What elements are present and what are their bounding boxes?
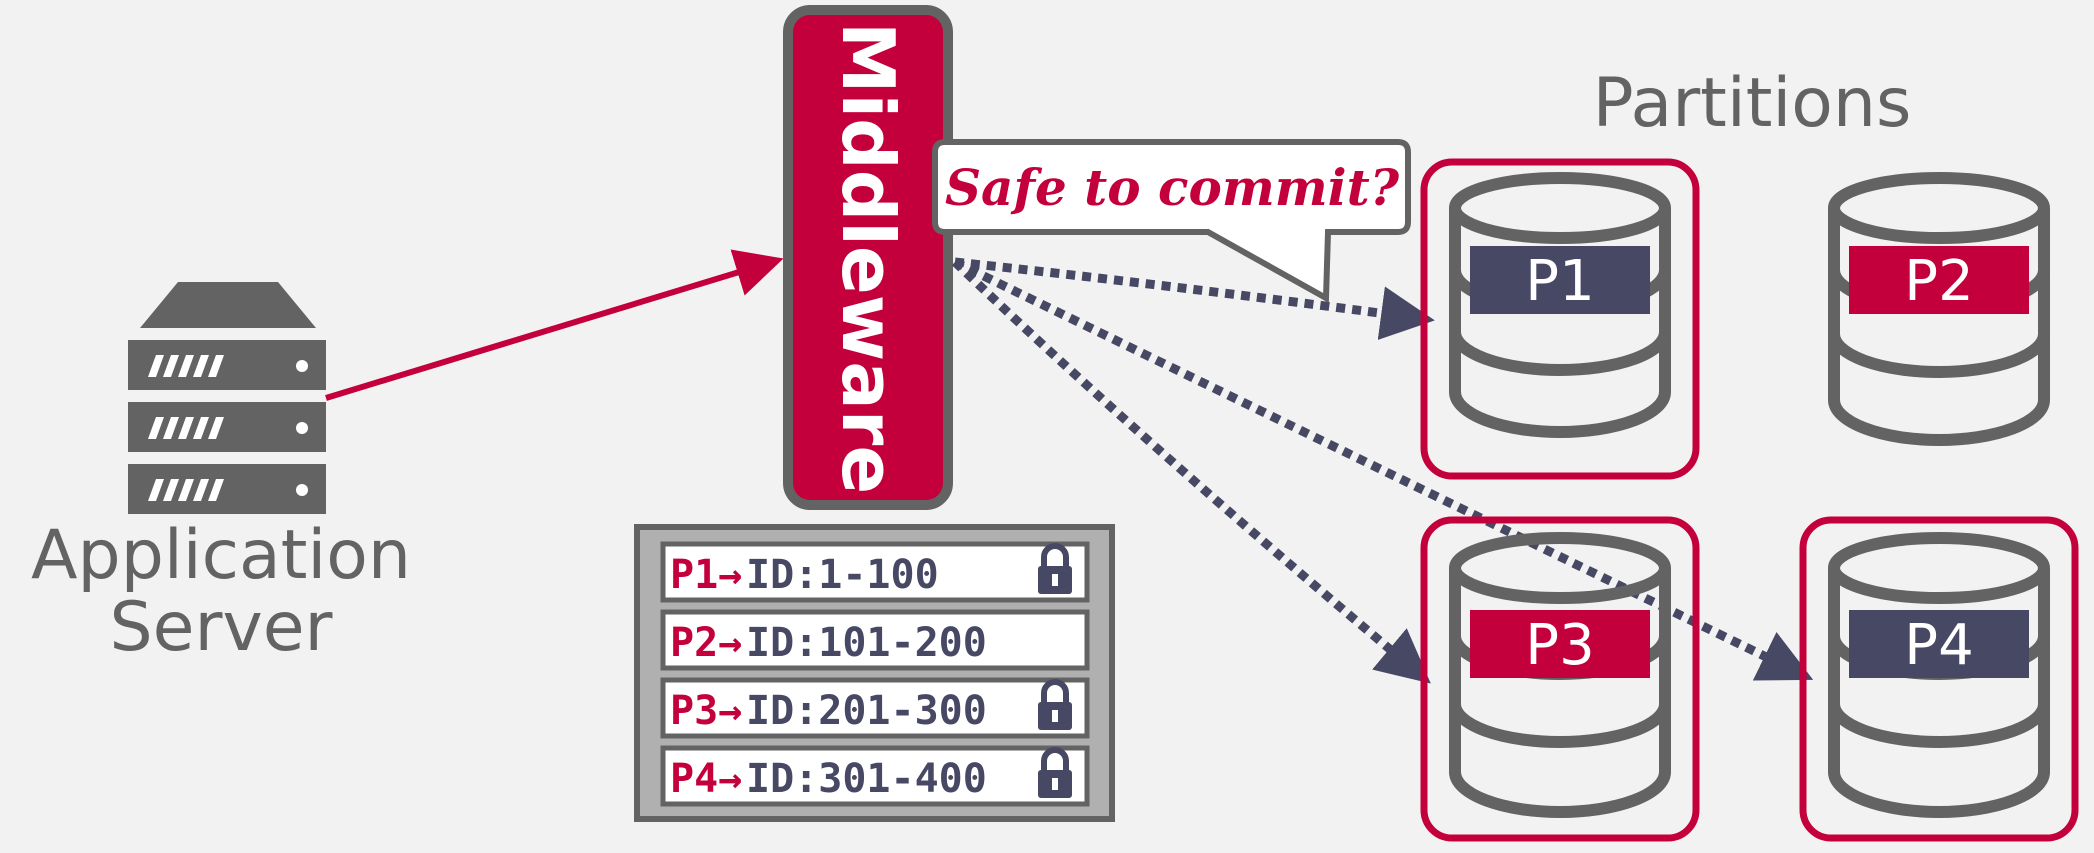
row-arrow: → [718,756,742,802]
row-partition: P4 [670,756,718,802]
row-arrow: → [718,552,742,598]
lock-table: P1 → ID:1-100 P2 → ID:101-200 P3 → ID:20… [634,524,1115,822]
partition-p1: P1 [1420,158,1700,480]
partitions-title: Partitions [1593,64,1912,143]
request-arrow [325,249,784,401]
partition-p4: P4 [1799,516,2079,842]
partition-p4-label: P4 [1904,613,1973,678]
partition-p1-highlight [1420,158,1700,480]
row-partition: P2 [670,620,718,666]
commit-check-arrows [951,257,1814,684]
partition-p2-label: P2 [1904,249,1973,314]
arrow-to-p3 [951,258,1431,684]
app-server-label-line1: Application [31,516,411,595]
row-arrow: → [718,620,742,666]
arrow-to-p1 [954,257,1435,340]
lock-table-row: P1 → ID:1-100 [660,541,1090,603]
arrow-to-p4 [953,257,1814,681]
row-id-range: ID:1-100 [746,552,939,598]
server-rack-icon [128,282,326,514]
middleware-box: Middleware [783,5,953,510]
lock-table-row: P4 → ID:301-400 [660,745,1090,807]
partition-p4-tag [1849,610,2029,678]
row-id-range: ID:301-400 [746,756,987,802]
row-id-range: ID:101-200 [746,620,987,666]
row-id-range: ID:201-300 [746,688,987,734]
partition-p2-tag [1849,246,2029,314]
lock-table-row: P3 → ID:201-300 [660,677,1090,739]
lock-table-row: P2 → ID:101-200 [660,609,1090,671]
partition-p2: P2 [1828,172,2050,446]
app-server-label-line2: Server [110,588,333,667]
partition-p3-highlight [1420,516,1700,842]
row-partition: P3 [670,688,718,734]
partition-p1-label: P1 [1525,249,1594,314]
partition-p3-tag [1470,610,1650,678]
partition-p1-tag [1470,246,1650,314]
speech-bubble: Safe to commit? [932,139,1411,304]
row-partition: P1 [670,552,718,598]
middleware-label: Middleware [826,22,910,494]
partition-p4-highlight [1799,516,2079,842]
partition-p3-label: P3 [1525,613,1594,678]
partition-p3: P3 [1420,516,1700,842]
row-arrow: → [718,688,742,734]
bubble-text: Safe to commit? [945,158,1400,217]
